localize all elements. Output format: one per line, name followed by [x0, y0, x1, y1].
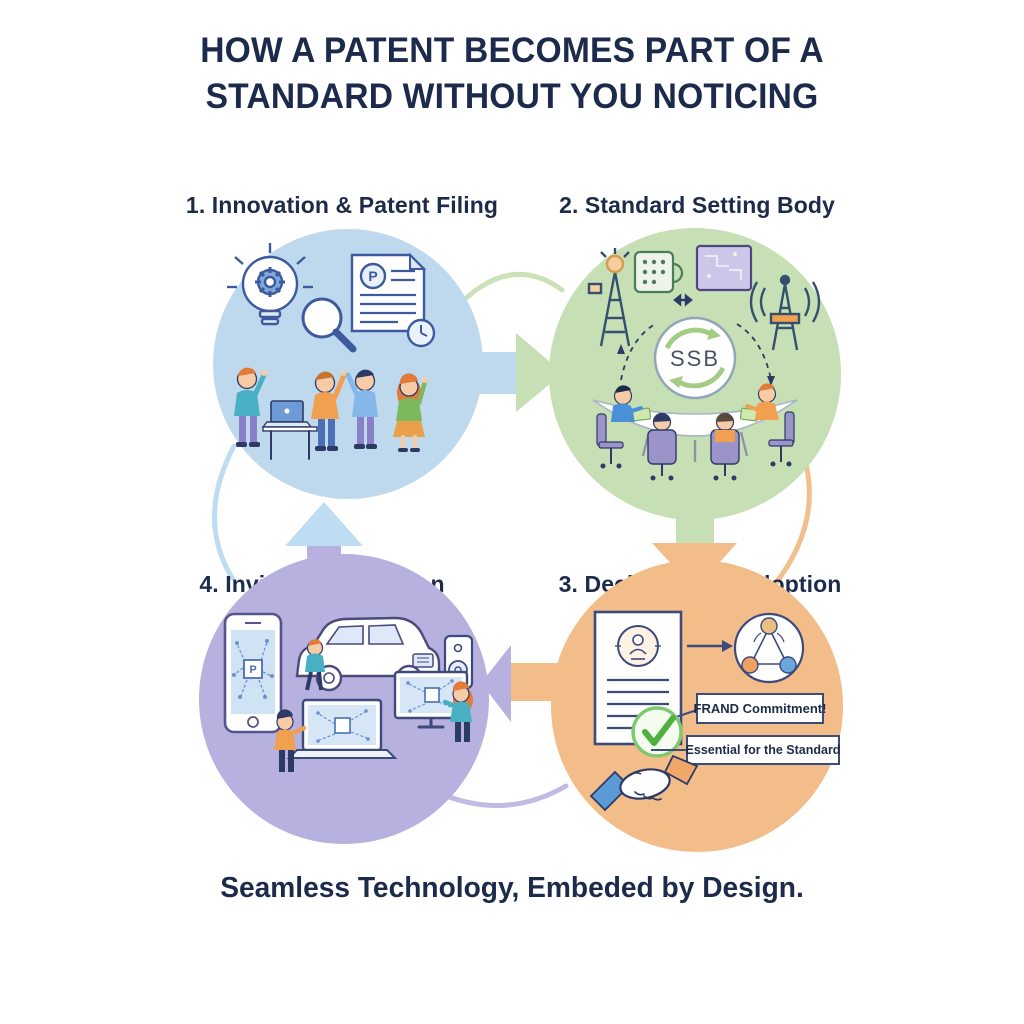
- step-2-circle: SSB: [549, 228, 841, 520]
- magnifier-icon: [301, 297, 357, 353]
- step-3-illustration: FRAND Commitment! Essential for the Stan…: [589, 610, 841, 812]
- chip-icon: [633, 250, 684, 294]
- arc-left: [212, 443, 237, 581]
- broadcast-tower-icon: [749, 274, 821, 351]
- driver-figure: [305, 639, 325, 691]
- page-title-line-2: STANDARD WITHOUT YOU NOTICING: [205, 77, 819, 117]
- ssb-hub-icon: SSB: [653, 316, 737, 400]
- essential-callout: Essential for the Standard: [651, 735, 841, 765]
- round-table-meeting-figures: [592, 383, 798, 481]
- lightbulb-gear-icon: [227, 243, 313, 326]
- network-nodes-icon: [733, 612, 805, 684]
- clock-icon: [406, 318, 436, 348]
- badge-icon: [615, 625, 661, 667]
- patent-document-icon: P: [350, 252, 427, 333]
- smartphone-circuit-icon: P: [223, 612, 283, 734]
- inventor-team-figures: [234, 367, 428, 460]
- car-icon: [295, 616, 441, 692]
- flow-arrowhead-up: [617, 344, 625, 354]
- dashed-flow-arcs: [620, 323, 772, 381]
- step-1-label: 1. Innovation & Patent Filing: [185, 192, 499, 218]
- flow-arrowhead-down: [767, 376, 775, 386]
- page-title-line-1: HOW A PATENT BECOMES PART OF A: [200, 31, 824, 70]
- phone-chip-monogram: P: [249, 664, 256, 676]
- essential-callout-text: Essential for the Standard: [686, 743, 841, 757]
- tagline: Seamless Technology, Embeded by Design.: [220, 872, 804, 904]
- laptop-user-figure: [274, 709, 307, 772]
- monitor-user-figure: [442, 681, 473, 742]
- green-check-icon: [631, 706, 683, 758]
- step-2-illustration: SSB: [587, 244, 821, 481]
- exchange-arrows-icon: [673, 293, 693, 307]
- radio-tower-icon: [587, 248, 631, 347]
- patent-monogram: P: [368, 268, 377, 284]
- step-1-circle: P: [213, 229, 483, 499]
- monitor-circuit-icon: [393, 670, 473, 742]
- step-4-illustration: P: [223, 612, 474, 772]
- adoption-arrow-icon: [687, 640, 733, 652]
- step-3-circle: FRAND Commitment! Essential for the Stan…: [551, 560, 843, 852]
- frand-callout-text: FRAND Commitment!: [694, 701, 827, 716]
- step-2-label: 2. Standard Setting Body: [559, 192, 835, 218]
- ssb-label: SSB: [670, 346, 720, 371]
- laptop-circuit-icon: [274, 698, 398, 772]
- step-1-illustration: P: [227, 243, 436, 460]
- page-title: HOW A PATENT BECOMES PART OF A STANDARD …: [20, 28, 1003, 120]
- circuit-board-icon: [695, 244, 753, 292]
- frand-callout: FRAND Commitment!: [672, 693, 827, 724]
- handshake-icon: [589, 754, 699, 812]
- step-4-circle: P: [199, 554, 489, 844]
